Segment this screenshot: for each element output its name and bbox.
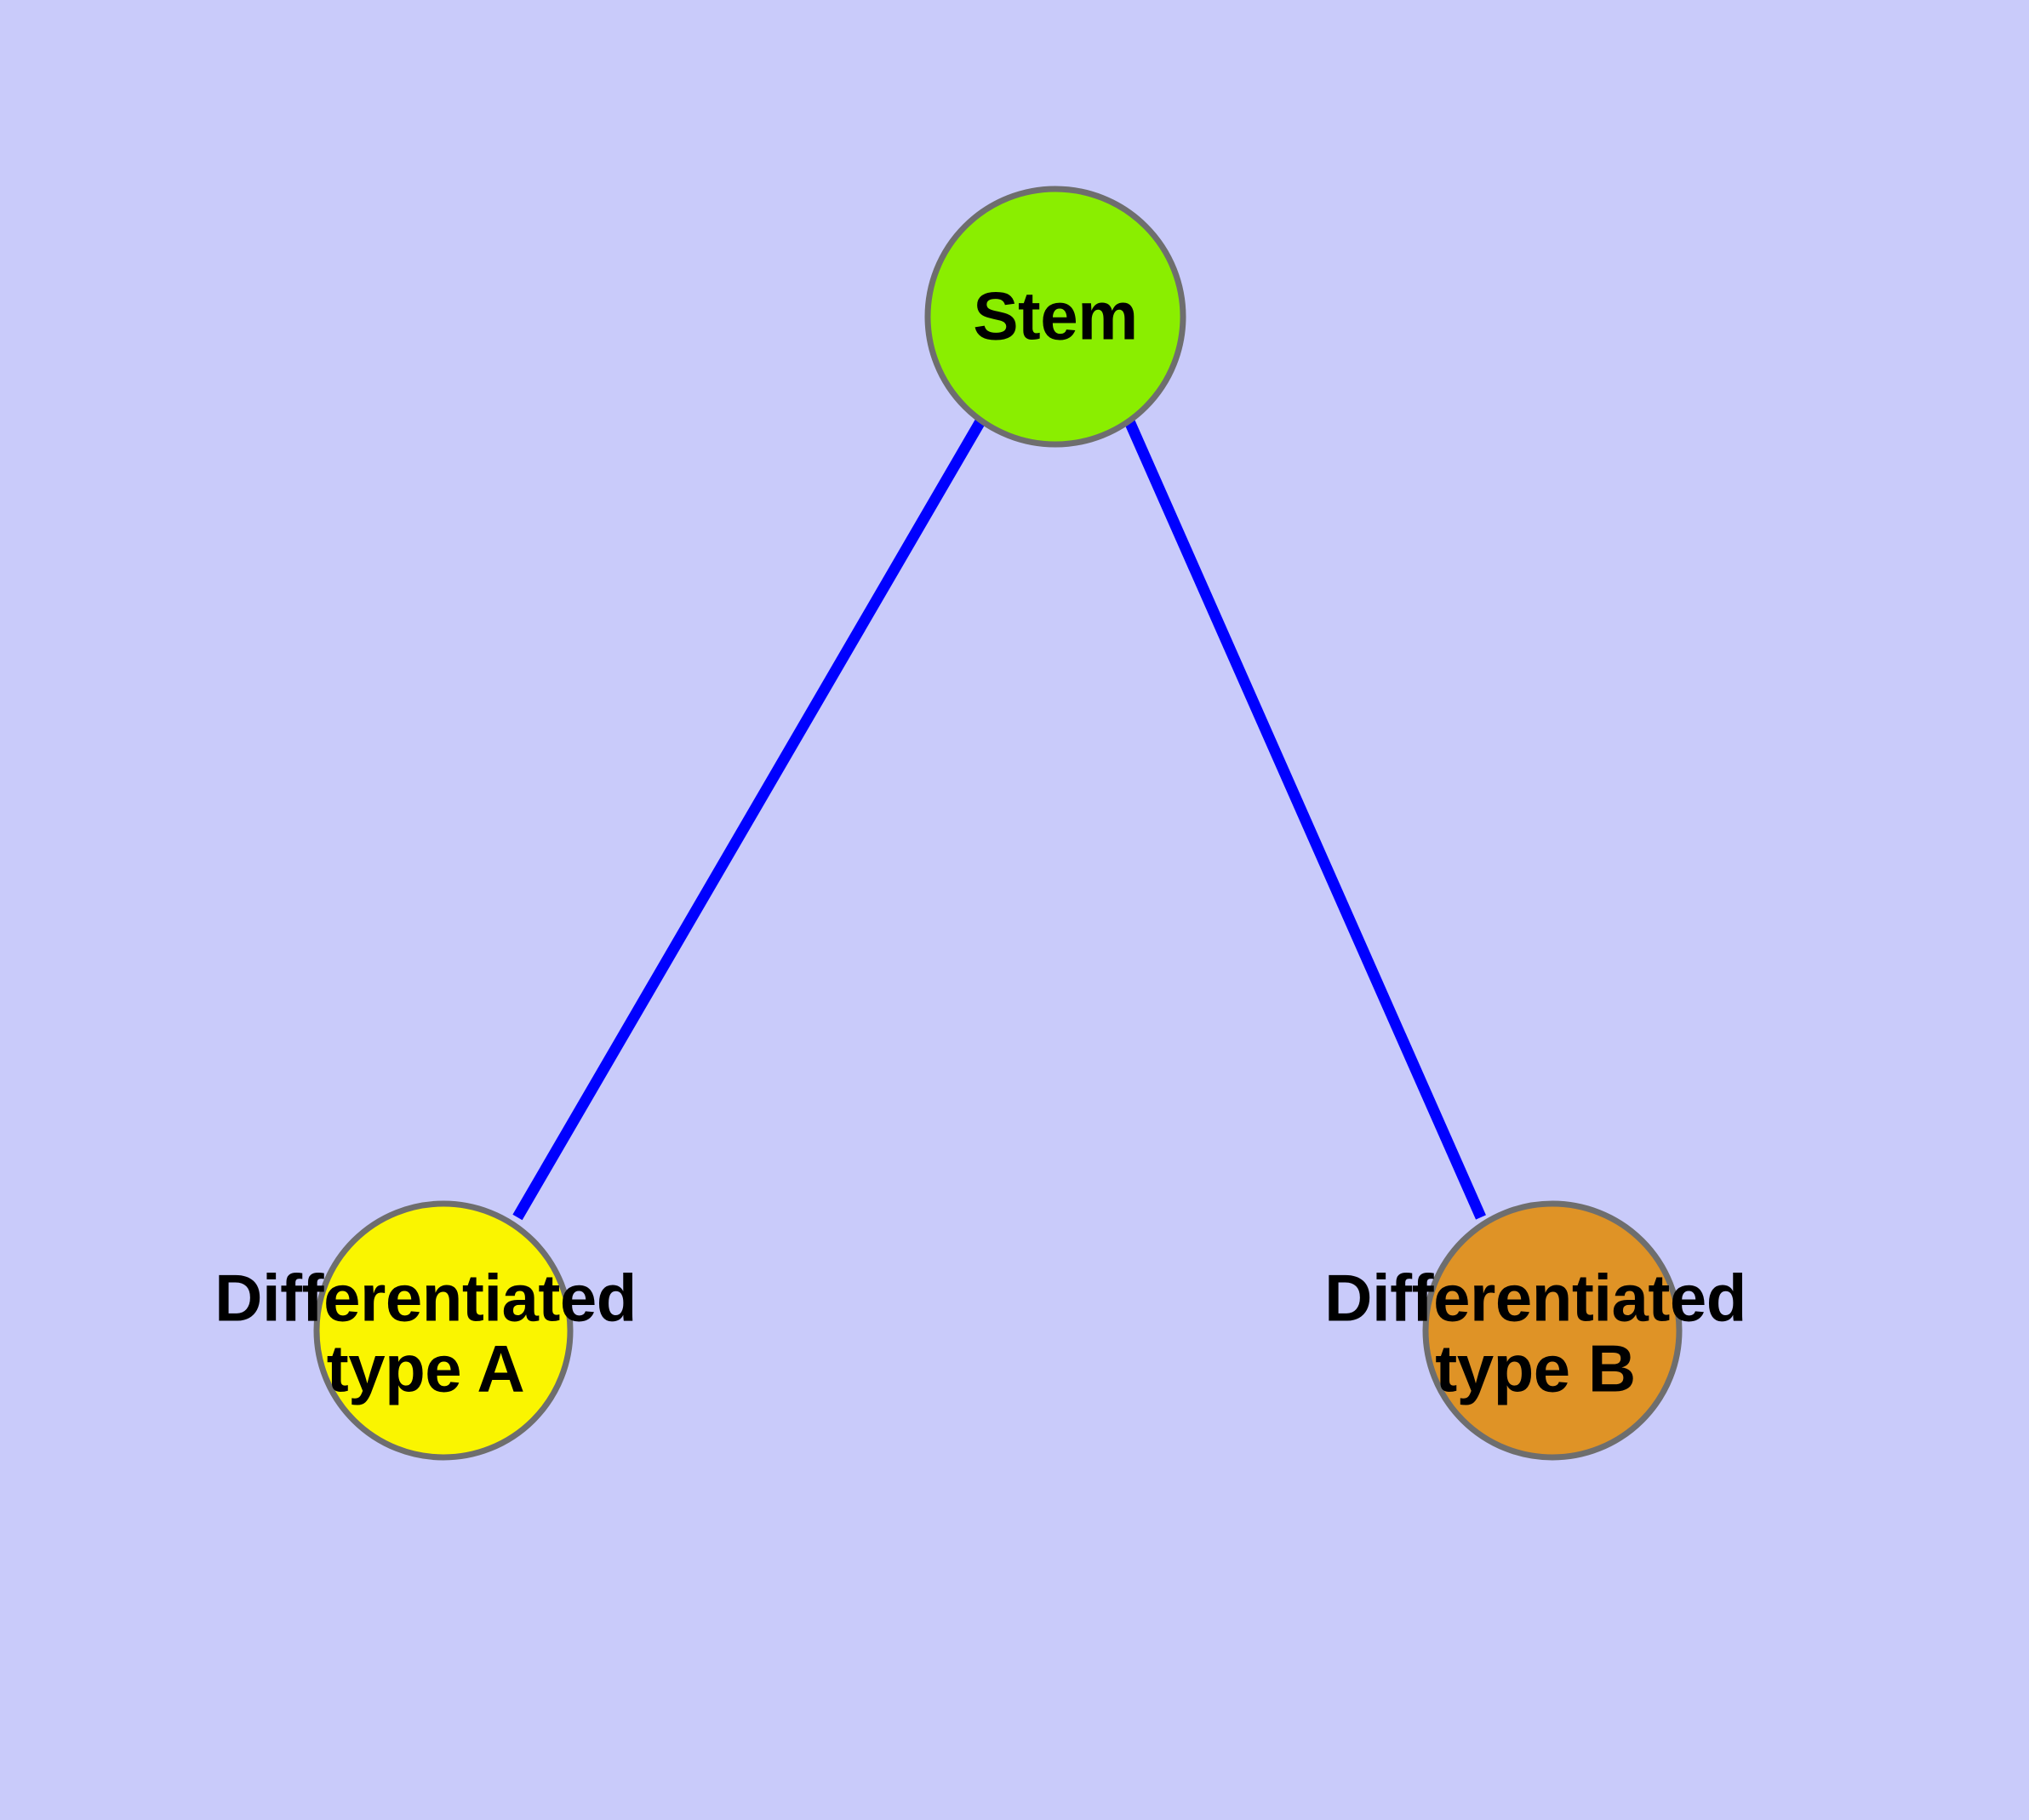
edge-stem-to-type-a[interactable] <box>512 418 986 1221</box>
edge-stem-to-type-b[interactable] <box>1124 419 1486 1220</box>
node-differentiated-type-a[interactable] <box>313 1200 574 1461</box>
node-differentiated-type-b[interactable] <box>1422 1200 1683 1461</box>
node-stem[interactable] <box>924 186 1186 448</box>
edges-layer <box>512 418 1486 1221</box>
nodes-layer <box>313 186 1683 1461</box>
